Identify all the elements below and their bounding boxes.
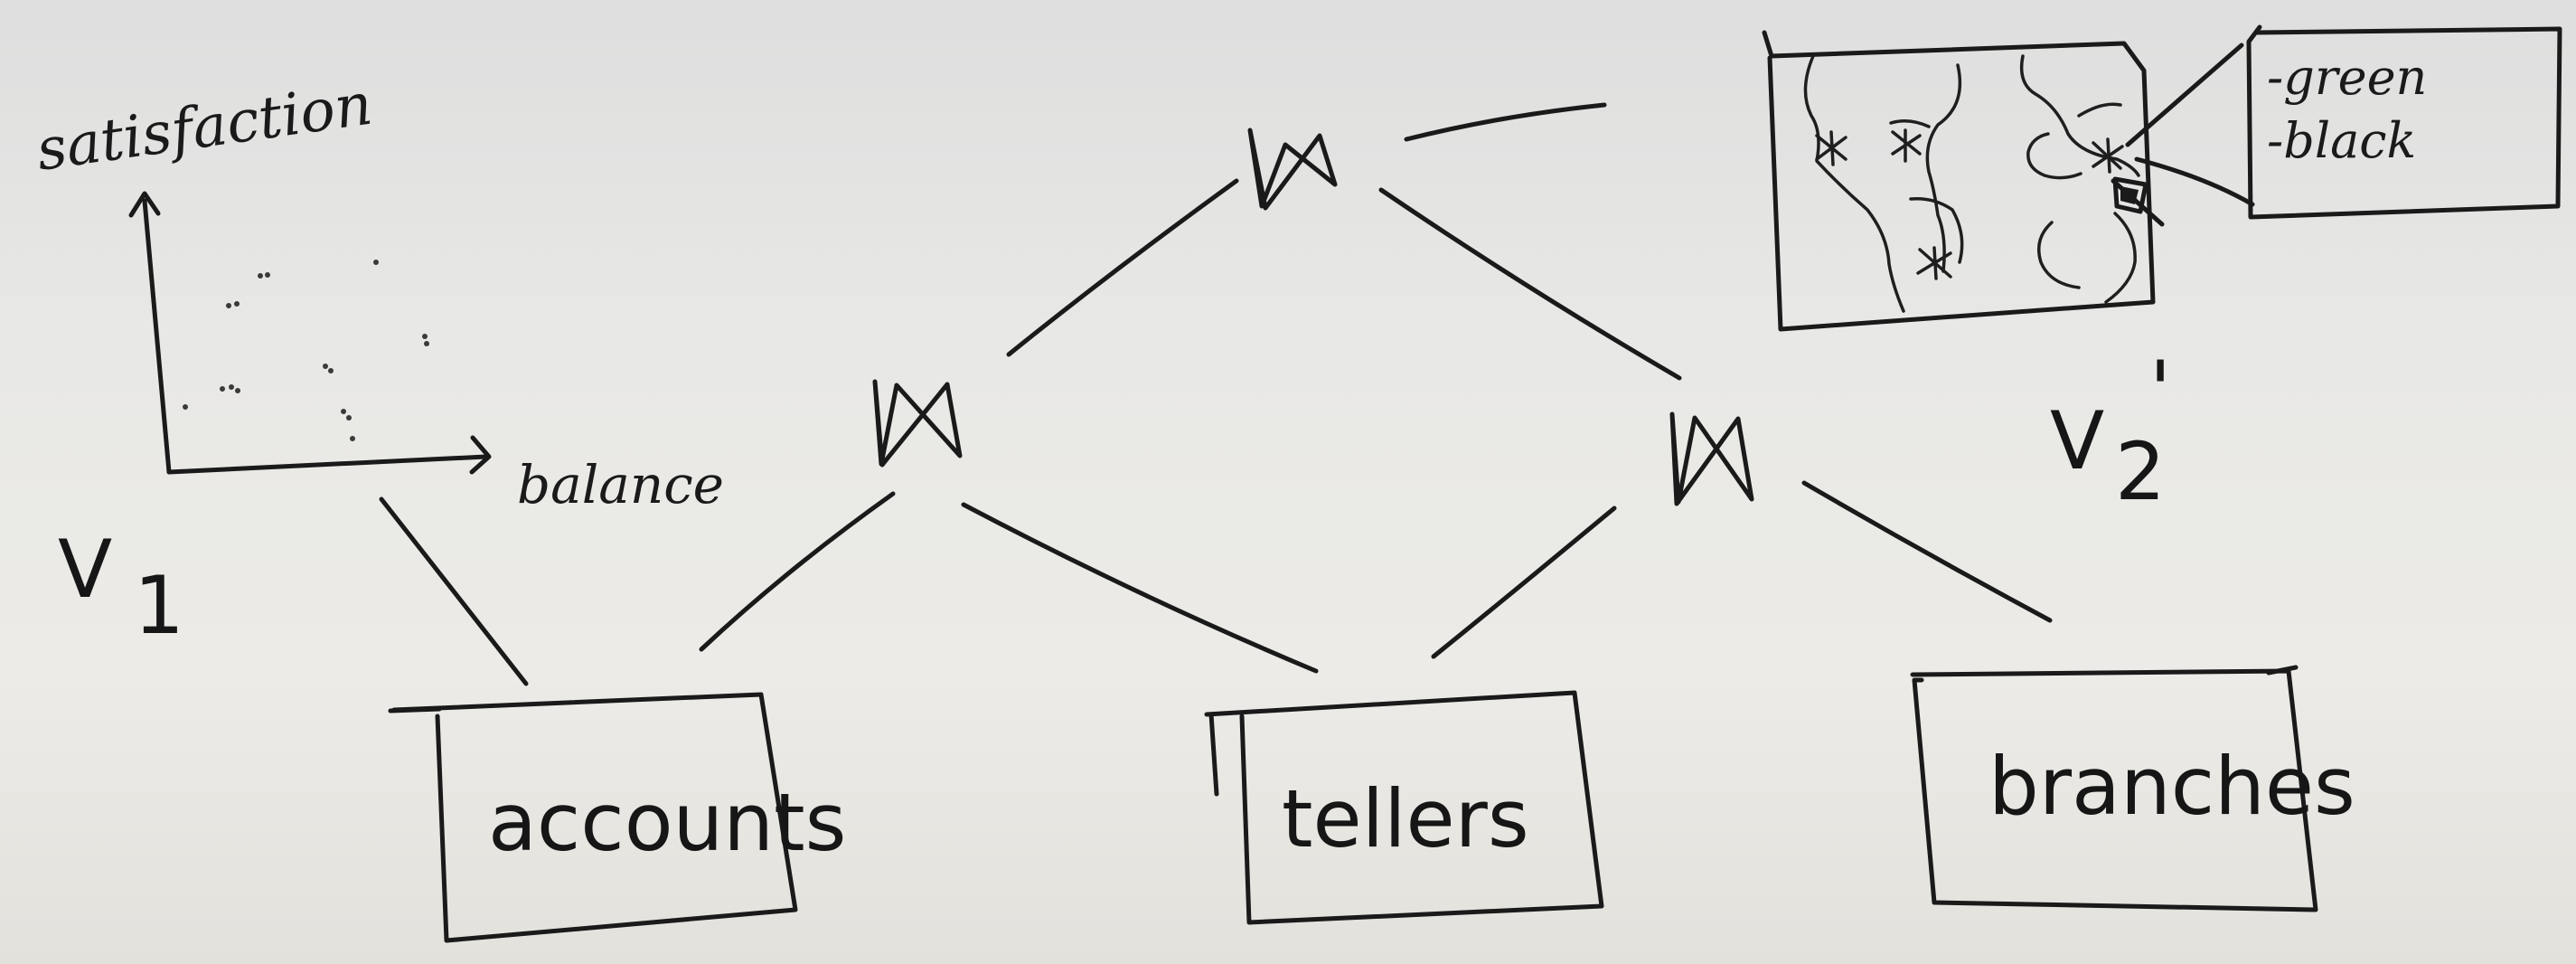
edge-join-top-to-v2 xyxy=(1404,102,1607,142)
v1-subscript: 1 xyxy=(134,559,184,652)
edge-join-right-to-branches xyxy=(1801,480,2053,623)
edge-join-top-to-right xyxy=(1378,187,1682,381)
accounts-label: accounts xyxy=(488,776,846,869)
v2-map-frame xyxy=(1762,30,2156,332)
map-markers xyxy=(1815,128,2165,280)
v2-map-view: -green -black xyxy=(1762,24,2562,332)
v1-x-axis-arrow xyxy=(469,435,492,475)
join-right xyxy=(1669,411,1754,506)
legend-callout-line-top xyxy=(2125,43,2244,147)
legend-item-green: -green xyxy=(2267,49,2427,106)
branches-label: branches xyxy=(1988,740,2355,833)
v1-scatter-plot: satisfaction balance xyxy=(33,71,724,515)
tellers-box-double-edge xyxy=(1208,712,1219,797)
map-marker-star xyxy=(1815,130,1847,166)
v1-y-axis-arrow xyxy=(128,191,161,218)
v1-letter: V xyxy=(58,523,112,616)
tellers-label: tellers xyxy=(1282,772,1529,865)
branches-box-corner xyxy=(2266,665,2299,676)
v1-data-points xyxy=(183,260,429,441)
map-marker-star xyxy=(1891,128,1922,163)
v2-legend-box xyxy=(2246,24,2562,220)
v2-subscript: 2 xyxy=(2115,425,2166,518)
world-map-outline xyxy=(1803,54,2140,313)
edge-join-right-to-tellers xyxy=(1431,506,1617,659)
table-tellers[interactable]: tellers xyxy=(1204,690,1604,925)
map-marker-star xyxy=(2092,137,2124,174)
join-left xyxy=(872,379,963,468)
edge-join-left-to-accounts xyxy=(699,491,896,652)
branches-box xyxy=(1910,668,2318,912)
accounts-box-topline xyxy=(388,706,442,714)
join-right-icon xyxy=(1669,411,1754,506)
map-marker-fill xyxy=(2120,186,2139,204)
v1-to-accounts-edge xyxy=(379,496,529,686)
table-accounts[interactable]: accounts xyxy=(388,692,846,943)
join-left-icon xyxy=(872,379,963,468)
join-top-icon xyxy=(1247,128,1338,211)
legend-callout-line-bottom xyxy=(2134,156,2255,207)
tellers-box xyxy=(1204,690,1604,925)
v2-letter: V xyxy=(2050,394,2104,487)
map-marker-star xyxy=(1916,246,1952,280)
v1-y-axis xyxy=(142,198,172,475)
v1-x-axis-label: balance xyxy=(517,454,724,515)
v2-label: V 2 ' xyxy=(2050,344,2171,518)
v1-y-axis-label: satisfaction xyxy=(33,71,376,184)
legend-item-black: -black xyxy=(2267,112,2416,169)
v1-label: V 1 xyxy=(58,523,184,652)
table-branches[interactable]: branches xyxy=(1910,665,2355,912)
v1-x-axis xyxy=(166,454,489,475)
accounts-box xyxy=(391,692,798,943)
edge-join-left-to-tellers xyxy=(961,502,1319,674)
join-top xyxy=(1247,128,1338,211)
edge-join-top-to-left xyxy=(1006,178,1239,357)
v2-prime: ' xyxy=(2149,344,2171,437)
